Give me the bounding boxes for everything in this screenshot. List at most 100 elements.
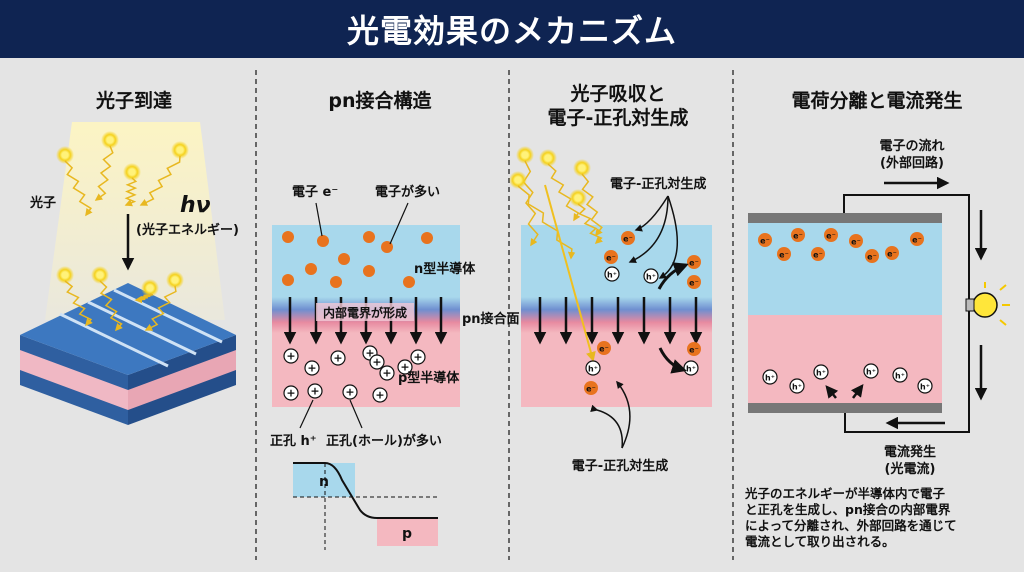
junction-label: pn接合面 [462, 311, 520, 327]
hole-icon [762, 369, 778, 385]
electron-symbol: e⁻ [813, 251, 823, 260]
electron-symbol: e⁻ [623, 235, 633, 244]
electron-symbol: e⁻ [689, 279, 699, 288]
hole-symbol: + [375, 389, 384, 402]
electron-icon [282, 231, 294, 243]
hole-icon [585, 360, 601, 376]
hole-symbol: h⁺ [816, 369, 826, 378]
hole-symbol: h⁺ [588, 365, 598, 374]
photon-wave [94, 145, 114, 201]
header-bar: 光電効果のメカニズム [0, 0, 1024, 58]
photon-wave [517, 185, 576, 260]
electron-symbol: e⁻ [586, 385, 596, 394]
hole-label: 正孔 h⁺ [270, 434, 317, 449]
photon-icon [509, 171, 527, 189]
electric-field-arrows [533, 297, 703, 345]
hole-symbol: + [310, 385, 319, 398]
hole-symbol: h⁺ [792, 383, 802, 392]
carriers: e⁻e⁻e⁻e⁻e⁻e⁻e⁻h⁺h⁺h⁺h⁺ [584, 231, 701, 395]
electron-icon [621, 231, 635, 245]
photon-icon [91, 266, 109, 284]
electron-icon [421, 232, 433, 244]
electron-icon [791, 228, 805, 242]
energy-label: (光子エネルギー) [136, 222, 239, 238]
description-line: 電流として取り出される。 [745, 534, 895, 549]
hole-symbol: h⁺ [765, 374, 775, 383]
external-circuit-label: (外部回路) [880, 155, 944, 171]
panel-title-line1: 光子吸収と [569, 82, 665, 105]
solar-panel [20, 283, 236, 425]
photon-icon [539, 149, 557, 167]
electron-icon [604, 250, 618, 264]
electron-icon [849, 234, 863, 248]
hole-symbol: h⁺ [920, 383, 930, 392]
pair-label-bottom: 電子-正孔対生成 [572, 458, 668, 474]
hole-icon [863, 363, 879, 379]
hole-icon [283, 385, 299, 401]
light-beam [45, 122, 225, 320]
photon-wave [64, 280, 93, 327]
electron-icon [910, 232, 924, 246]
photon-icon [101, 131, 119, 149]
photon-wave [144, 285, 177, 331]
hole-icon [813, 364, 829, 380]
hole-symbol: + [413, 351, 422, 364]
pair-label-top: 電子-正孔対生成 [610, 176, 706, 192]
electron-icon [687, 275, 701, 289]
description-line: 光子のエネルギーが半導体内で電子 [744, 486, 946, 501]
electron-symbol: e⁻ [689, 259, 699, 268]
photon-icon [141, 279, 159, 297]
external-circuit [843, 194, 970, 433]
electron-icon [317, 235, 329, 247]
electron-icon [330, 276, 342, 288]
electron-symbol: e⁻ [599, 345, 609, 354]
hole-symbol: + [400, 361, 409, 374]
hole-symbol: + [333, 352, 342, 365]
electron-icon [865, 249, 879, 263]
photon-icon [569, 189, 587, 207]
photon-icon [56, 146, 74, 164]
hole-icon [397, 359, 413, 375]
p-layer [272, 333, 460, 407]
electron-icon [758, 233, 772, 247]
hole-icon [283, 348, 299, 364]
photon-wave [64, 160, 93, 217]
holes: ++++++++++++ [283, 345, 426, 403]
panel-title-line2: 電子-正孔対生成 [548, 106, 689, 129]
photon-wave [577, 203, 603, 245]
band-diagram: n p [293, 462, 438, 550]
hole-symbol: + [345, 386, 354, 399]
hole-icon [369, 354, 385, 370]
panel-absorption: 光子吸収と 電子-正孔対生成 e⁻e⁻e⁻e⁻e⁻e⁻e⁻h⁺h⁺h⁺h⁺ 電子… [509, 82, 712, 474]
page-title: 光電効果のメカニズム [346, 12, 677, 50]
hole-symbol: + [307, 362, 316, 375]
photocurrent-label: (光電流) [885, 461, 936, 477]
electrons [282, 231, 433, 288]
panel-title: 電荷分離と電流発生 [791, 89, 962, 112]
band-n-label: n [319, 474, 329, 490]
electron-icon [584, 381, 598, 395]
photon-wave [581, 173, 603, 237]
electron-icon [305, 263, 317, 275]
carriers: e⁻e⁻e⁻e⁻e⁻e⁻e⁻e⁻e⁻h⁺h⁺h⁺h⁺h⁺h⁺ [758, 228, 933, 394]
light-bulb-icon [965, 282, 1010, 326]
hole-icon [917, 378, 933, 394]
hole-symbol: + [286, 350, 295, 363]
electron-symbol: e⁻ [760, 237, 770, 246]
electron-symbol: e⁻ [793, 232, 803, 241]
electron-label: 電子 e⁻ [292, 185, 338, 200]
hole-symbol: h⁺ [866, 368, 876, 377]
hole-icon [643, 268, 659, 284]
photon-icon [516, 146, 534, 164]
field-label: 内部電界が形成 [323, 305, 407, 320]
hole-icon [604, 266, 620, 282]
electron-icon [363, 265, 375, 277]
photon-label: 光子 [29, 195, 56, 211]
hole-icon [330, 350, 346, 366]
electron-flow-label: 電子の流れ [879, 138, 944, 154]
photon-wave [522, 160, 539, 247]
photon-group [56, 131, 189, 332]
hole-symbol: h⁺ [895, 372, 905, 381]
electron-icon [777, 247, 791, 261]
